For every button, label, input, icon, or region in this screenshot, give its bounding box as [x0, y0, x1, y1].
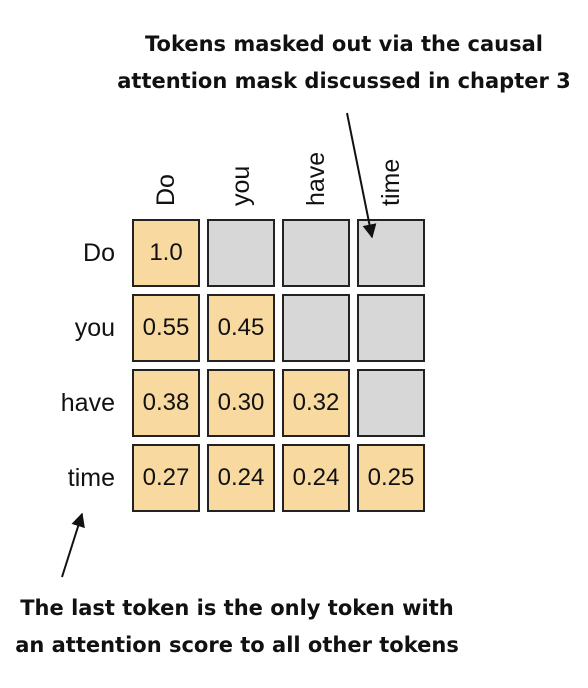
- row-label-you: you: [74, 314, 115, 342]
- attention-weight-cell: 0.25: [357, 444, 425, 512]
- attention-weight-cell: 0.45: [207, 294, 275, 362]
- last-token-arrow: [61, 512, 85, 578]
- masked-cell: [357, 369, 425, 437]
- row-label-have: have: [60, 389, 115, 417]
- attention-weight-cell: 0.24: [207, 444, 275, 512]
- attention-weight-cell: 0.30: [207, 369, 275, 437]
- annotation-line: Tokens masked out via the causal: [145, 32, 543, 56]
- attention-weight-cell: 0.24: [282, 444, 350, 512]
- masked-tokens-annotation: Tokens masked out via the causal attenti…: [100, 26, 588, 100]
- attention-weight-cell: 0.38: [132, 369, 200, 437]
- attention-weight-cell: 0.32: [282, 369, 350, 437]
- attention-weight-cell: 1.0: [132, 219, 200, 287]
- attention-weight-cell: 0.27: [132, 444, 200, 512]
- masked-cell: [357, 219, 425, 287]
- masked-cell: [282, 294, 350, 362]
- masked-cell: [207, 219, 275, 287]
- annotation-line: attention mask discussed in chapter 3: [117, 69, 571, 93]
- attention-weight-cell: 0.55: [132, 294, 200, 362]
- row-label-time: time: [67, 464, 115, 492]
- masked-cell: [282, 219, 350, 287]
- annotation-line: an attention score to all other tokens: [15, 633, 459, 657]
- row-label-do: Do: [83, 239, 115, 267]
- masked-tokens-arrow: [346, 112, 377, 239]
- arrows-layer: [61, 112, 377, 578]
- last-token-annotation: The last token is the only token with an…: [0, 590, 474, 664]
- masked-cell: [357, 294, 425, 362]
- annotation-line: The last token is the only token with: [20, 596, 454, 620]
